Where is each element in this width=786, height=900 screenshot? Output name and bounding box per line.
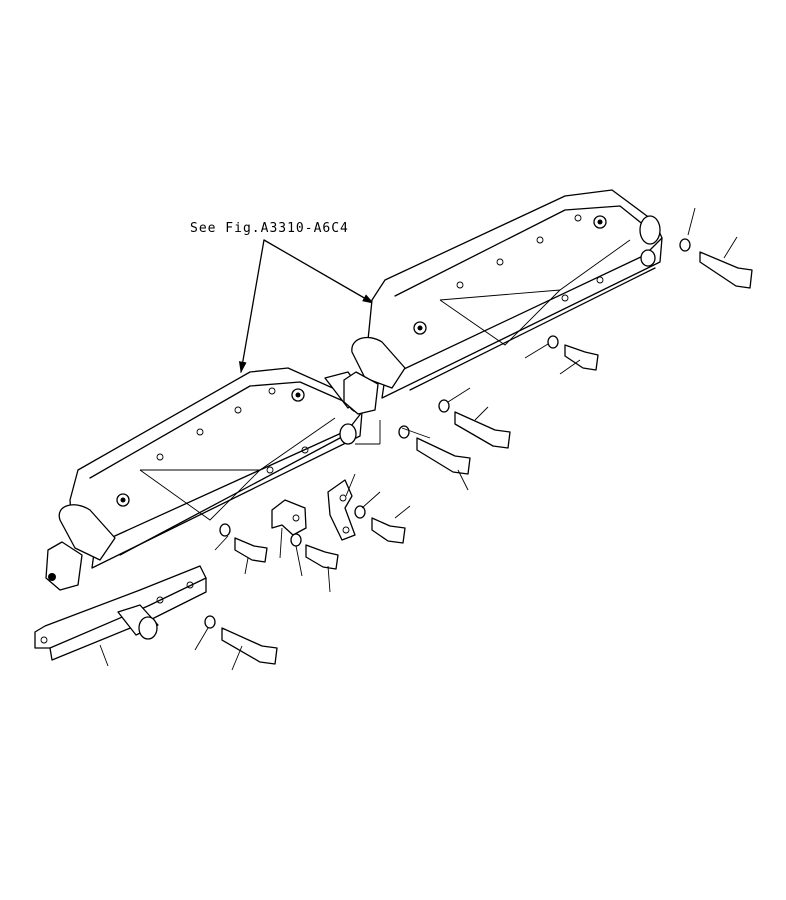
- figure-reference-label: See Fig.A3310-A6C4: [190, 221, 349, 236]
- left-front-idler-yoke: [45, 388, 305, 591]
- right-front-idler-yoke: [343, 215, 661, 415]
- right-track-frame: [364, 189, 663, 399]
- lower-guard-bar: [34, 565, 207, 661]
- callout-leader-lines: [99, 207, 738, 671]
- reference-leader-arrows: [238, 239, 375, 374]
- bolt-washer-set: [204, 238, 753, 665]
- mounting-brackets: [271, 479, 356, 541]
